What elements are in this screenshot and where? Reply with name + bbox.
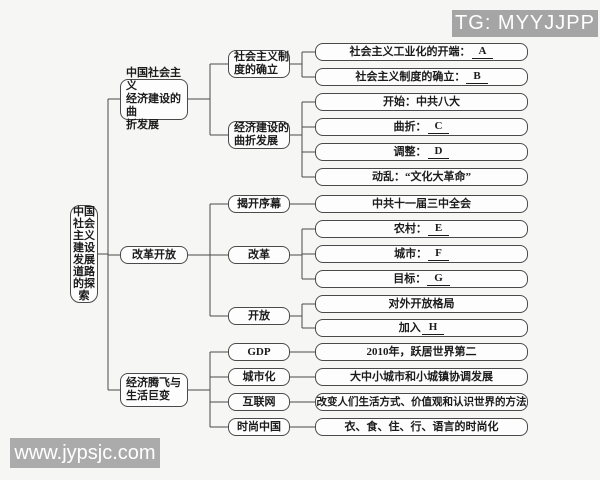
branch-economic-takeoff: 经济腾飞与 生活巨变 — [120, 373, 188, 407]
leaf-text: 农村： — [393, 222, 427, 235]
leaf-text: 城市： — [394, 247, 428, 260]
branch-economic-construction: 中国社会主义 经济建设的曲 折发展 — [120, 67, 188, 131]
leaf-adjustment: 调整：D — [315, 143, 528, 161]
leaf-text: 大中小城市和小城镇协调发展 — [350, 370, 493, 383]
node-urbanization: 城市化 — [228, 368, 290, 386]
leaf-3rd-plenary-11th-cc: 中共十一届三中全会 — [315, 195, 528, 213]
node-prologue: 揭开序幕 — [228, 195, 290, 213]
leaf-text: 中共十一届三中全会 — [372, 197, 471, 210]
leaf-text: 开始：中共八大 — [383, 95, 460, 108]
leaf-goal: 目标：G — [315, 270, 528, 288]
branch-reform-opening: 改革开放 — [120, 246, 188, 264]
leaf-industrialization-opening: 社会主义工业化的开端：A — [315, 43, 528, 61]
leaf-twists: 曲折：C — [315, 118, 528, 136]
leaf-fashion-life: 衣、食、住、行、语言的时尚化 — [315, 418, 528, 436]
leaf-text: 社会主义制度的确立： — [355, 70, 466, 83]
leaf-text: 曲折： — [393, 120, 427, 133]
leaf-blank: H — [421, 321, 445, 335]
leaf-blank: F — [428, 247, 449, 261]
leaf-text: 衣、食、住、行、语言的时尚化 — [344, 420, 499, 433]
leaf-turmoil-cultural-revolution: 动乱：“文化大革命” — [315, 168, 528, 186]
leaf-text: 2010年，跃居世界第二 — [366, 345, 477, 358]
leaf-text: 改变人们生活方式、价值观和认识世界的方法 — [316, 396, 527, 408]
node-internet: 互联网 — [228, 393, 290, 411]
leaf-internet-changes: 改变人们生活方式、价值观和认识世界的方法 — [315, 393, 528, 411]
node-opening: 开放 — [228, 307, 290, 325]
leaf-text: 目标： — [393, 272, 427, 285]
leaf-text: 对外开放格局 — [388, 297, 455, 310]
leaf-blank: A — [471, 45, 494, 59]
leaf-blank: D — [427, 145, 450, 159]
leaf-blank: G — [427, 272, 450, 286]
node-socialist-system: 社会主义制 度的确立 — [228, 50, 290, 78]
leaf-blank: C — [427, 120, 450, 134]
leaf-rural: 农村：E — [315, 220, 528, 238]
leaf-urban: 城市：F — [315, 245, 528, 263]
site-watermark: www.jypsjc.com — [10, 438, 160, 468]
node-gdp: GDP — [228, 343, 290, 361]
leaf-blank: E — [427, 222, 450, 236]
leaf-start-cpc-8th-congress: 开始：中共八大 — [315, 93, 528, 111]
leaf-blank: B — [466, 70, 488, 84]
leaf-socialist-system-establishment: 社会主义制度的确立：B — [315, 68, 528, 86]
leaf-urbanization-development: 大中小城市和小城镇协调发展 — [315, 368, 528, 386]
leaf-text: 调整： — [393, 145, 427, 158]
node-reform: 改革 — [228, 246, 290, 264]
leaf-text: 动乱：“文化大革命” — [372, 170, 471, 183]
tg-badge: TG: MYYJJPP — [452, 10, 598, 37]
leaf-text: 加入 — [398, 321, 421, 334]
leaf-opening-pattern: 对外开放格局 — [315, 295, 528, 313]
node-fashion-china: 时尚中国 — [228, 418, 290, 436]
leaf-text: 社会主义工业化的开端： — [349, 45, 471, 58]
node-economic-twists: 经济建设的 曲折发展 — [228, 121, 290, 149]
root-node: 中国 社会 主义 建设 发展 道路 的探 索 — [70, 205, 98, 303]
leaf-gdp-2010: 2010年，跃居世界第二 — [315, 343, 528, 361]
